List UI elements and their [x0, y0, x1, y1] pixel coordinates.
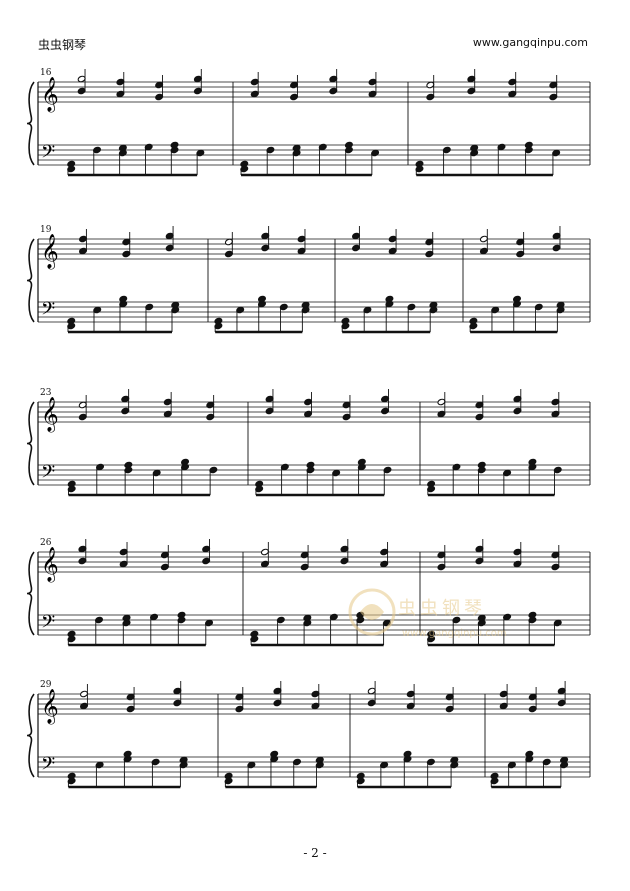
treble-staff	[38, 81, 590, 103]
bass-clef: 𝄢	[41, 754, 55, 779]
note-head	[469, 317, 478, 325]
treble-clef: 𝄞	[41, 77, 59, 113]
note-head	[255, 480, 264, 488]
note-head	[118, 144, 127, 152]
bass-clef: 𝄢	[41, 462, 55, 487]
bass-clef: 𝄢	[41, 612, 55, 637]
bass-clef: 𝄢	[41, 299, 55, 324]
brace	[26, 551, 35, 636]
brace	[26, 401, 35, 486]
measure-number: 23	[40, 388, 52, 398]
note-head	[357, 458, 366, 466]
note-head	[67, 772, 76, 780]
note-head	[306, 461, 315, 469]
note-head	[429, 301, 438, 309]
note-head	[123, 750, 132, 758]
bass-staff	[38, 614, 590, 636]
note-head	[119, 295, 128, 303]
note-head	[415, 160, 424, 168]
treble-staff	[38, 551, 590, 573]
note-head	[344, 141, 353, 149]
note-head	[67, 630, 76, 638]
note-head	[67, 160, 76, 168]
note-head	[122, 614, 131, 622]
system-4: 𝄞 𝄢 26	[26, 538, 591, 647]
system-3: 𝄞 𝄢 23	[26, 388, 591, 497]
note-head	[477, 614, 486, 622]
treble-clef: 𝄞	[41, 689, 59, 725]
note-head	[170, 141, 179, 149]
note-head	[356, 772, 365, 780]
note-head	[301, 301, 310, 309]
note-head	[180, 458, 190, 466]
note-head	[124, 461, 133, 469]
note-head	[556, 301, 565, 309]
note-head	[528, 458, 537, 466]
note-head	[477, 461, 486, 469]
system-5: 𝄞 𝄢 29	[26, 680, 591, 789]
note-head	[214, 317, 223, 325]
system-2: 𝄞 𝄢 19	[26, 225, 591, 334]
header-url: www.gangqinpu.com	[472, 36, 588, 49]
note-head	[427, 480, 436, 488]
note-head	[315, 756, 324, 764]
note-head	[560, 756, 569, 764]
watermark-url: www.gangqinpu.com	[402, 628, 507, 639]
brace	[26, 81, 35, 166]
note-head	[224, 772, 233, 780]
treble-clef: 𝄞	[41, 397, 59, 433]
measure-number: 26	[40, 538, 52, 548]
watermark-logo: 虫虫钢琴 www.gangqinpu.com	[348, 588, 507, 639]
note-head	[427, 630, 436, 638]
note-head	[524, 141, 533, 149]
note-head	[177, 611, 186, 619]
note-head	[250, 630, 259, 638]
note-head	[528, 611, 537, 619]
treble-staff	[38, 401, 590, 423]
note-head	[341, 317, 350, 325]
note-head	[403, 750, 412, 758]
note-head	[67, 317, 76, 325]
measure-number: 29	[40, 680, 52, 690]
note-head	[450, 756, 459, 764]
note-head	[257, 295, 267, 303]
bass-clef: 𝄢	[41, 142, 55, 167]
note-head	[525, 750, 534, 758]
note-head	[270, 750, 279, 758]
note-head	[292, 144, 301, 152]
measure-number: 19	[40, 225, 52, 235]
note-head	[240, 160, 249, 168]
bass-staff	[38, 756, 590, 778]
treble-clef: 𝄞	[41, 234, 59, 270]
note-head	[385, 295, 394, 303]
note-head	[512, 295, 522, 303]
treble-clef: 𝄞	[41, 547, 59, 583]
note-head	[171, 301, 180, 309]
note-head	[303, 614, 312, 622]
watermark-title: 虫虫钢琴	[398, 598, 486, 619]
note-head	[490, 772, 499, 780]
treble-staff	[38, 238, 590, 260]
note-head	[179, 756, 188, 764]
brace	[26, 693, 35, 778]
page-number: - 2 -	[303, 846, 327, 860]
system-1: 𝄞 𝄢 16	[26, 68, 591, 177]
note-head	[470, 144, 479, 152]
brace	[26, 238, 35, 323]
header-site-name: 虫虫钢琴	[38, 38, 87, 52]
measure-number: 16	[40, 68, 52, 78]
note-head	[67, 480, 76, 488]
